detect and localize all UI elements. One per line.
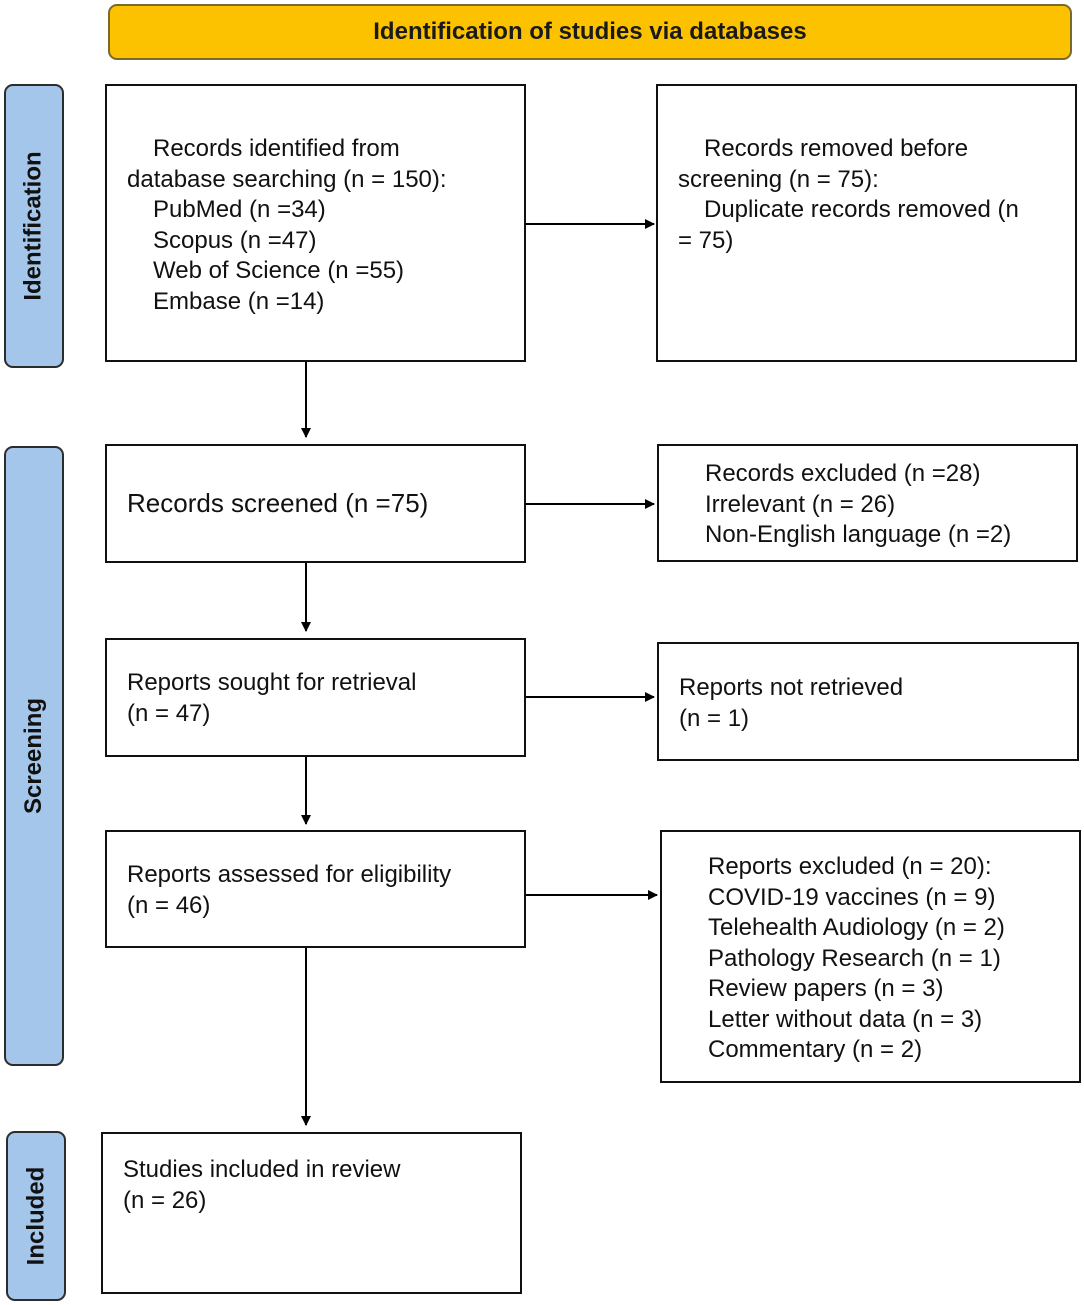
- box-line: Letter without data (n = 3): [708, 1005, 983, 1033]
- box-line: Records screened (n =75): [127, 488, 429, 518]
- box-line: Telehealth Audiology (n = 2): [708, 914, 1005, 941]
- section-screening: Screening: [4, 446, 64, 1066]
- box-reports-not-retrieved: Reports not retrieved (n = 1): [657, 642, 1079, 761]
- box-line: PubMed (n =34): [153, 196, 326, 223]
- box-records-identified: Records identified from database searchi…: [105, 84, 526, 362]
- section-identification: Identification: [4, 84, 64, 368]
- box-line: (n = 47): [127, 699, 211, 727]
- box-line: Records identified from: [153, 135, 400, 162]
- box-studies-included: Studies included in review (n = 26): [101, 1132, 522, 1294]
- box-line: Embase (n =14): [153, 287, 325, 315]
- box-line: Scopus (n =47): [153, 226, 317, 254]
- box-records-excluded: Records excluded (n =28) Irrelevant (n =…: [657, 444, 1078, 562]
- box-line: (n = 26): [123, 1186, 207, 1214]
- box-line: (n = 1): [679, 704, 750, 732]
- box-line: Reports not retrieved: [679, 674, 904, 701]
- box-line: Irrelevant (n = 26): [705, 490, 896, 518]
- box-line: Web of Science (n =55): [153, 257, 405, 284]
- box-reports-excluded: Reports excluded (n = 20): COVID-19 vacc…: [660, 830, 1081, 1083]
- box-reports-assessed: Reports assessed for eligibility (n = 46…: [105, 830, 526, 948]
- box-line: = 75): [678, 226, 734, 254]
- box-records-screened: Records screened (n =75): [105, 444, 526, 563]
- box-reports-sought: Reports sought for retrieval (n = 47): [105, 638, 526, 757]
- box-line: Reports assessed for eligibility: [127, 861, 452, 888]
- box-line: Duplicate records removed (n: [704, 196, 1019, 223]
- box-line: Studies included in review: [123, 1156, 401, 1183]
- box-line: Non-English language (n =2): [705, 521, 1012, 548]
- box-line: Records excluded (n =28): [705, 460, 981, 487]
- box-line: screening (n = 75):: [678, 165, 879, 193]
- box-line: database searching (n = 150):: [127, 165, 447, 193]
- header-banner: Identification of studies via databases: [108, 4, 1072, 60]
- box-line: Reports excluded (n = 20):: [708, 853, 992, 880]
- box-line: (n = 46): [127, 891, 211, 919]
- box-line: Pathology Research (n = 1): [708, 944, 1001, 972]
- box-line: Commentary (n = 2): [708, 1036, 923, 1063]
- section-included: Included: [6, 1131, 66, 1301]
- box-line: Reports sought for retrieval: [127, 669, 417, 696]
- box-line: COVID-19 vaccines (n = 9): [708, 883, 996, 911]
- header-title: Identification of studies via databases: [373, 18, 807, 45]
- box-line: Review papers (n = 3): [708, 975, 944, 1002]
- box-records-removed: Records removed before screening (n = 75…: [656, 84, 1077, 362]
- box-line: Records removed before: [704, 135, 969, 162]
